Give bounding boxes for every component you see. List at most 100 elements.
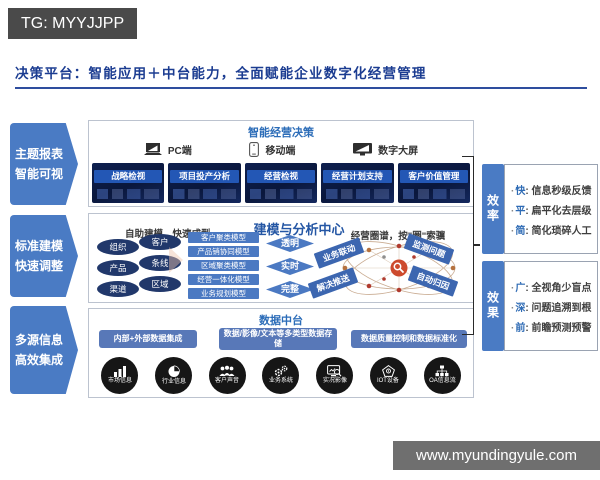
iot-device-icon (381, 365, 395, 378)
flow-arrow-icon (169, 247, 183, 273)
item-text: 问题追溯到根 (531, 302, 592, 314)
item-key: 广 (515, 282, 526, 294)
tile-label: 经营计划支持 (323, 170, 392, 183)
list-item: ·深: 问题追溯到根 (511, 299, 594, 314)
model-item: 经营一体化模型 (188, 274, 259, 285)
item-colon: : (525, 302, 532, 314)
feature-diamond: 实时 (266, 258, 314, 275)
item-colon: : (525, 185, 532, 197)
device-row: PC端 移动端 数字大屏 (115, 137, 447, 161)
data-source: 实况影像 (316, 356, 354, 394)
section-title: 智能经营决策 (248, 127, 314, 139)
dashboard-tile: 项目投产分析 (168, 163, 241, 203)
feature-diamond: 完整 (266, 281, 314, 298)
item-text: 前瞻预测预警 (531, 322, 592, 334)
item-key: 平 (515, 205, 526, 217)
section-smart-decision: 智能经营决策 PC端 移动端 数字大屏 战略检视 项目投产分析 经营检视 经营计… (88, 120, 474, 207)
device-mobile: 移动端 (249, 141, 296, 157)
source-label: 业务系统 (268, 377, 293, 385)
source-label: 行业信息 (161, 378, 186, 385)
tile-chart-decoration (97, 189, 160, 199)
device-label: 移动端 (265, 145, 296, 157)
model-item: 区域聚类模型 (188, 260, 259, 271)
data-source: OA信息流 (423, 356, 461, 394)
page-title: 决策平台：智能应用＋中台能力，全面赋能企业数字化经营管理 (15, 66, 427, 81)
item-colon: : (525, 282, 532, 294)
tab-label-line: 标准建模 (14, 238, 63, 253)
dashboard-tile: 战略检视 (92, 163, 165, 203)
device-label: 数字大屏 (378, 145, 419, 157)
industry-info-icon (168, 365, 180, 377)
data-source: 业务系统 (262, 356, 300, 394)
dimension-bubble: 客户 (139, 234, 181, 250)
section-modeling-center: 自助建模，快速成型 建模与分析中心 经营圈谱，按"圈"索骥 组织 客户 产品 条… (88, 213, 474, 303)
phone-icon (249, 141, 260, 157)
source-label: IOT设备 (377, 377, 400, 385)
market-info-icon (113, 366, 126, 378)
data-source-row: 市场信息 行业信息 客户声音 业务系统 实况影像 IOT设备 (93, 355, 469, 395)
dashboard-tiles: 战略检视 项目投产分析 经营检视 经营计划支持 客户价值管理 (92, 163, 471, 203)
capability-bar: 内部+外部数据集成 (99, 330, 197, 348)
item-key: 简 (515, 225, 526, 237)
item-text: 全视角少盲点 (531, 282, 592, 294)
watermark-top: TG: MYYJJPP (8, 8, 138, 39)
tile-chart-decoration (249, 189, 313, 199)
list-item: ·快: 信息秒级反馈 (511, 182, 594, 197)
bullet: · (511, 322, 515, 334)
dimension-bubble: 产品 (97, 260, 139, 276)
tab-label-line: 快速调整 (14, 259, 63, 273)
item-key: 前 (515, 322, 526, 334)
effect-panel: 效果 ·广: 全视角少盲点 ·深: 问题追溯到根 ·前: 前瞻预测预警 (482, 261, 598, 351)
tile-chart-decoration (402, 189, 466, 199)
list-item: ·简: 简化琐碎人工 (511, 222, 594, 237)
effect-list: ·广: 全视角少盲点 ·深: 问题追溯到根 ·前: 前瞻预测预警 (504, 261, 598, 351)
sidebar-tab-reports: 主题报表 智能可视 (10, 123, 78, 205)
data-source: 市场信息 (101, 356, 139, 394)
dashboard-tile: 经营检视 (244, 163, 318, 203)
dashboard-tile: 经营计划支持 (321, 163, 394, 203)
tile-label: 客户价值管理 (399, 170, 469, 183)
tile-chart-decoration (173, 189, 236, 199)
business-system-icon (274, 365, 288, 377)
source-label: OA信息流 (428, 377, 456, 385)
bullet: · (511, 282, 515, 294)
list-item: ·广: 全视角少盲点 (511, 279, 594, 294)
laptop-icon (143, 142, 162, 155)
item-colon: : (525, 322, 532, 334)
list-item: ·平: 扁平化去层级 (511, 202, 594, 217)
data-source: 行业信息 (155, 356, 193, 394)
tile-chart-decoration (326, 189, 389, 199)
section-data-platform: 数据中台 内部+外部数据集成 数据/影像/文本等多类型数据存储 数据质量控制和数… (88, 308, 474, 398)
tab-label-line: 多源信息 (14, 332, 63, 347)
capability-bar: 数据/影像/文本等多类型数据存储 (219, 328, 337, 350)
dimension-bubble: 组织 (97, 239, 139, 255)
oa-flow-icon (435, 365, 449, 377)
source-label: 实况影像 (322, 377, 347, 385)
dimension-bubble: 渠道 (97, 281, 139, 297)
device-pc: PC端 (143, 142, 192, 157)
title-underline (15, 87, 587, 89)
item-text: 扁平化去层级 (531, 205, 592, 217)
graph-subtitle: 经营圈谱，按"圈"索骥 (350, 231, 446, 242)
item-text: 信息秒级反馈 (531, 185, 592, 197)
source-label: 客户声音 (215, 377, 240, 385)
live-video-icon (327, 365, 342, 377)
sidebar-tab-data: 多源信息 高效集成 (10, 306, 78, 394)
sidebar-tab-modeling: 标准建模 快速调整 (10, 215, 78, 297)
device-label: PC端 (167, 145, 192, 157)
bullet: · (511, 302, 515, 314)
bullet: · (511, 225, 515, 237)
customer-voice-icon (219, 366, 235, 377)
source-label: 市场信息 (107, 377, 132, 385)
dimension-bubble: 区域 (139, 276, 181, 292)
tile-label: 战略检视 (94, 170, 163, 183)
item-key: 快 (515, 185, 526, 197)
model-item: 客户聚类模型 (188, 232, 259, 243)
bigscreen-icon (353, 142, 373, 155)
bracket-tick (473, 244, 480, 246)
item-colon: : (525, 205, 532, 217)
item-text: 简化琐碎人工 (531, 225, 592, 237)
item-colon: : (525, 225, 532, 237)
capability-bar: 数据质量控制和数据标准化 (351, 330, 467, 348)
